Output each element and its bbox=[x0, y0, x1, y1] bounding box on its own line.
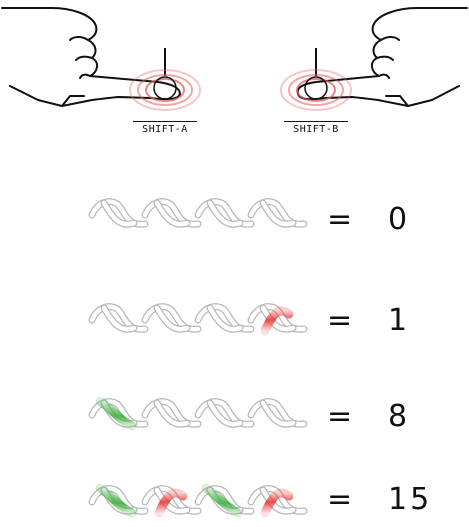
chain-outline bbox=[207, 305, 243, 332]
chain-outline bbox=[260, 305, 296, 332]
bit-segment-green bbox=[201, 483, 243, 518]
chain-outline bbox=[154, 400, 190, 427]
row-value: 0 bbox=[388, 202, 411, 237]
equals-sign: = bbox=[327, 202, 353, 237]
chain-outline bbox=[154, 487, 190, 514]
chain-outline bbox=[260, 200, 296, 227]
register-chain bbox=[88, 198, 308, 228]
equals-sign: = bbox=[327, 303, 353, 338]
press-ring bbox=[129, 69, 201, 111]
chain-outline bbox=[101, 305, 137, 332]
shift-a-underline bbox=[133, 121, 197, 122]
row-value: 15 bbox=[388, 482, 433, 517]
shift-b-label: SHIFT-B bbox=[293, 124, 339, 135]
bit-segment-red bbox=[260, 488, 294, 518]
chain-outline bbox=[260, 400, 296, 427]
row-value: 8 bbox=[388, 399, 411, 434]
chain-outline bbox=[207, 200, 243, 227]
button-cap bbox=[304, 76, 328, 100]
bit-segment-red bbox=[260, 306, 294, 336]
chain-outline bbox=[260, 487, 296, 514]
button-cap bbox=[153, 76, 177, 100]
bit-segment-green bbox=[95, 396, 137, 431]
press-ring bbox=[296, 78, 336, 102]
register-rows bbox=[88, 198, 308, 518]
press-ring bbox=[137, 74, 193, 106]
chain-outline bbox=[207, 400, 243, 427]
shift-b-underline bbox=[284, 121, 348, 122]
chain-outline bbox=[154, 200, 190, 227]
equals-sign: = bbox=[327, 399, 353, 434]
bit-segment-red bbox=[154, 488, 188, 518]
shift-b-button[interactable] bbox=[280, 48, 352, 111]
right-hand-icon bbox=[296, 7, 468, 107]
row-value: 1 bbox=[388, 303, 411, 338]
shift-a-button[interactable] bbox=[129, 48, 201, 111]
chain-outline bbox=[101, 200, 137, 227]
bit-segment-green bbox=[95, 483, 137, 518]
register-chain bbox=[88, 303, 308, 336]
press-ring bbox=[145, 78, 185, 102]
left-hand-icon bbox=[1, 7, 181, 107]
shift-a-label: SHIFT-A bbox=[142, 124, 188, 135]
press-ring bbox=[288, 74, 344, 106]
chain-outline bbox=[154, 305, 190, 332]
equals-sign: = bbox=[327, 482, 353, 517]
register-chain bbox=[88, 483, 308, 518]
register-chain bbox=[88, 396, 308, 431]
press-ring bbox=[280, 69, 352, 111]
